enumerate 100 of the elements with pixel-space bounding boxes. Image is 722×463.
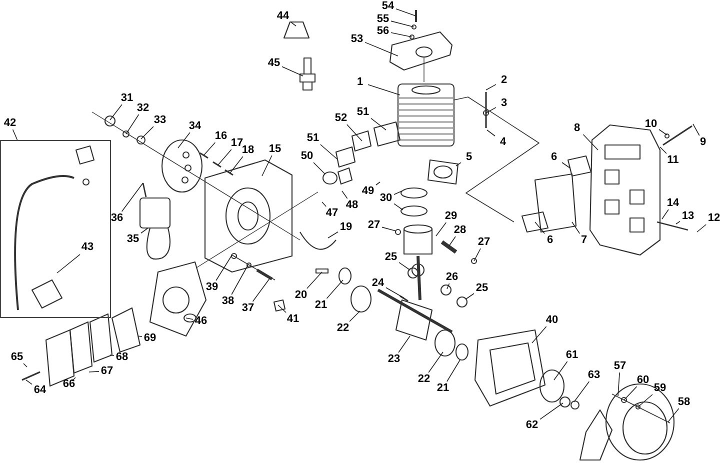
callout-number: 34 xyxy=(187,120,203,132)
leader-line xyxy=(582,134,598,150)
callout-number: 69 xyxy=(142,332,158,344)
leader-line xyxy=(390,20,414,28)
leader-line xyxy=(676,220,680,224)
callout-number: 55 xyxy=(375,12,391,26)
leader-line xyxy=(320,144,338,160)
callout-number: 3 xyxy=(496,96,512,110)
leader-line xyxy=(282,66,304,76)
leader-line xyxy=(398,262,410,270)
leader-line xyxy=(562,162,570,168)
callout-number: 9 xyxy=(695,136,711,148)
leader-line xyxy=(140,126,154,140)
leader-line xyxy=(204,142,216,156)
inset-frame xyxy=(0,140,111,318)
callout-number: 6 xyxy=(542,234,558,246)
leader-line xyxy=(386,287,404,298)
callout-number: 22 xyxy=(416,372,432,386)
callout-number: 54 xyxy=(380,0,396,12)
callout-number: 21 xyxy=(435,382,451,394)
leader-line xyxy=(486,84,496,90)
callout-number: 12 xyxy=(706,212,722,224)
leader-line xyxy=(696,224,706,232)
leader-line xyxy=(456,162,462,166)
callout-number: 15 xyxy=(267,142,283,156)
callout-number: 21 xyxy=(313,298,329,312)
leader-line xyxy=(446,360,460,382)
callout-number: 58 xyxy=(676,396,692,408)
callout-number: 13 xyxy=(680,210,696,222)
leader-line xyxy=(574,381,590,402)
callout-number: 32 xyxy=(135,102,151,114)
callout-number: 28 xyxy=(452,224,468,236)
leader-line xyxy=(216,254,232,281)
leader-line xyxy=(390,32,412,38)
callout-number: 29 xyxy=(443,210,459,222)
leader-line xyxy=(572,222,580,234)
leader-line xyxy=(532,326,547,344)
leader-line xyxy=(448,236,456,246)
callout-number: 33 xyxy=(152,114,168,126)
callout-number: 26 xyxy=(444,270,460,284)
callout-number: 25 xyxy=(383,250,399,264)
leader-line xyxy=(624,386,638,400)
leader-line xyxy=(278,304,286,313)
leader-line xyxy=(382,226,396,232)
leader-line xyxy=(23,363,28,368)
leader-line xyxy=(486,107,496,114)
callout-number: 56 xyxy=(375,24,391,38)
callout-number: 31 xyxy=(119,92,135,104)
callout-number: 4 xyxy=(495,136,511,148)
callout-number: 38 xyxy=(220,294,236,308)
callout-number: 11 xyxy=(665,154,681,166)
leader-line xyxy=(138,336,142,338)
leader-line xyxy=(668,408,680,422)
leader-line xyxy=(126,114,140,134)
leader-line xyxy=(218,149,232,166)
leader-line xyxy=(110,354,114,356)
callout-number: 36 xyxy=(109,212,125,224)
callout-number: 24 xyxy=(370,276,386,290)
callout-number: 35 xyxy=(125,232,141,246)
leader-line xyxy=(56,254,80,274)
leader-line xyxy=(692,124,700,136)
callout-number: 40 xyxy=(544,314,560,326)
callout-number: 20 xyxy=(293,288,309,302)
callout-number: 46 xyxy=(193,314,209,328)
callout-number: 2 xyxy=(496,74,512,86)
callout-number: 59 xyxy=(652,382,668,394)
leader-line xyxy=(618,372,620,396)
leader-line xyxy=(394,190,402,195)
leader-line xyxy=(346,124,362,142)
leader-line xyxy=(121,182,144,212)
leader-line xyxy=(231,264,248,295)
callout-number: 22 xyxy=(335,322,351,334)
callout-number: 65 xyxy=(9,350,25,364)
callout-number: 5 xyxy=(461,150,477,164)
leader-line xyxy=(660,146,667,154)
leader-line xyxy=(328,231,338,238)
callout-number: 39 xyxy=(204,280,220,294)
leader-line xyxy=(140,228,148,234)
callout-number: 8 xyxy=(569,122,585,134)
leader-line xyxy=(658,129,668,136)
leader-line xyxy=(368,84,400,96)
leader-line xyxy=(186,318,194,320)
callout-number: 53 xyxy=(349,32,365,46)
leader-line xyxy=(306,272,322,289)
leader-line xyxy=(290,22,296,26)
leader-line xyxy=(349,310,360,322)
leader-line xyxy=(342,190,348,199)
callout-number: 6 xyxy=(546,150,562,164)
callout-number: 43 xyxy=(80,241,96,254)
callout-number: 45 xyxy=(266,56,282,70)
callout-number: 51 xyxy=(305,132,321,144)
callout-number: 41 xyxy=(285,312,301,326)
callout-number: 19 xyxy=(338,220,354,234)
leader-line xyxy=(364,42,398,56)
leader-line xyxy=(394,203,404,210)
callout-number: 57 xyxy=(612,360,628,372)
leader-line xyxy=(376,182,380,186)
leader-line xyxy=(396,8,416,16)
leader-line xyxy=(554,361,568,380)
leader-line xyxy=(12,129,18,140)
